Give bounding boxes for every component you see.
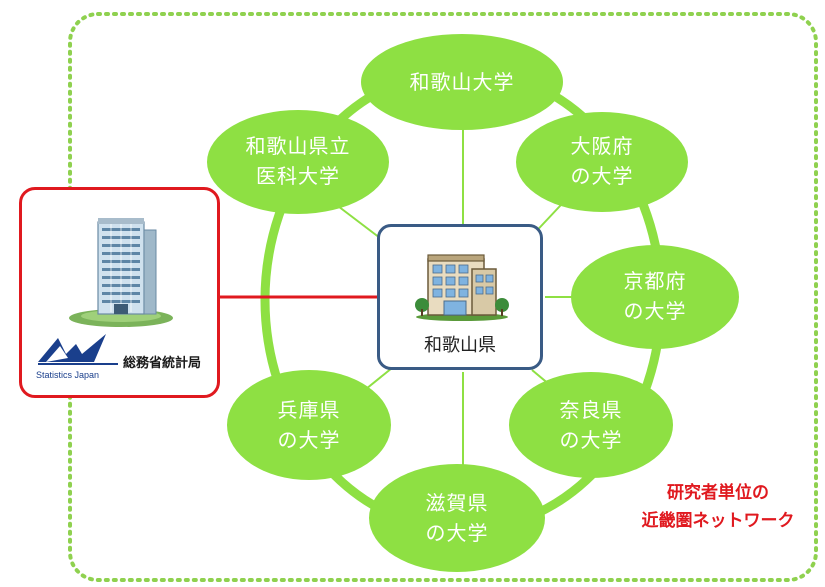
node-osaka [516,112,688,212]
node-wakayama-univ [361,34,563,130]
node-kyoto [571,245,739,349]
node-label-line: の大学 [570,164,634,188]
node-label-line: 京都府 [623,269,687,293]
statistics-bureau-box: 総務省統計局 Statistics Japan [19,187,220,398]
office-building-icon [415,254,509,321]
node-label-line: 医科大学 [256,164,340,188]
node-label-line: 和歌山県立 [245,134,351,158]
node-shiga [369,464,545,572]
bureau-name-en: Statistics Japan [36,370,100,380]
node-label-hyogo: 兵庫県 の大学 [249,395,369,455]
node-label-nara: 奈良県 の大学 [531,395,651,455]
node-label-line: 兵庫県 [277,398,341,422]
node-label-line: 大阪府 [570,134,634,158]
node-label-wakayama-univ: 和歌山大学 [392,67,532,97]
node-label-osaka: 大阪府 の大学 [542,131,662,191]
node-label-line: 奈良県 [559,398,623,422]
center-label: 和歌山県 [424,335,496,356]
network-region-border [68,12,818,582]
node-label-shiga: 滋賀県 の大学 [397,488,517,548]
caption-line-2: 近畿圏ネットワーク [641,511,795,531]
node-label-line: 和歌山大学 [409,70,515,94]
node-label-line: 滋賀県 [425,491,489,515]
node-wakayama-med [207,110,389,214]
node-label-kyoto: 京都府 の大学 [595,266,715,326]
caption-line-1: 研究者単位の [667,483,769,503]
statistics-japan-logo-icon [38,334,118,365]
node-label-line: の大学 [623,299,687,323]
node-label-line: の大学 [559,428,623,452]
center-prefecture-box: 和歌山県 [377,224,543,370]
bureau-name: 総務省統計局 [123,356,202,371]
node-hyogo [227,370,391,480]
node-nara [509,372,673,478]
network-caption: 研究者単位の 近畿圏ネットワーク [628,479,808,535]
tower-building-icon [69,218,173,327]
node-label-line: の大学 [277,428,341,452]
node-label-line: の大学 [425,521,489,545]
node-label-wakayama-med: 和歌山県立 医科大学 [228,131,368,191]
